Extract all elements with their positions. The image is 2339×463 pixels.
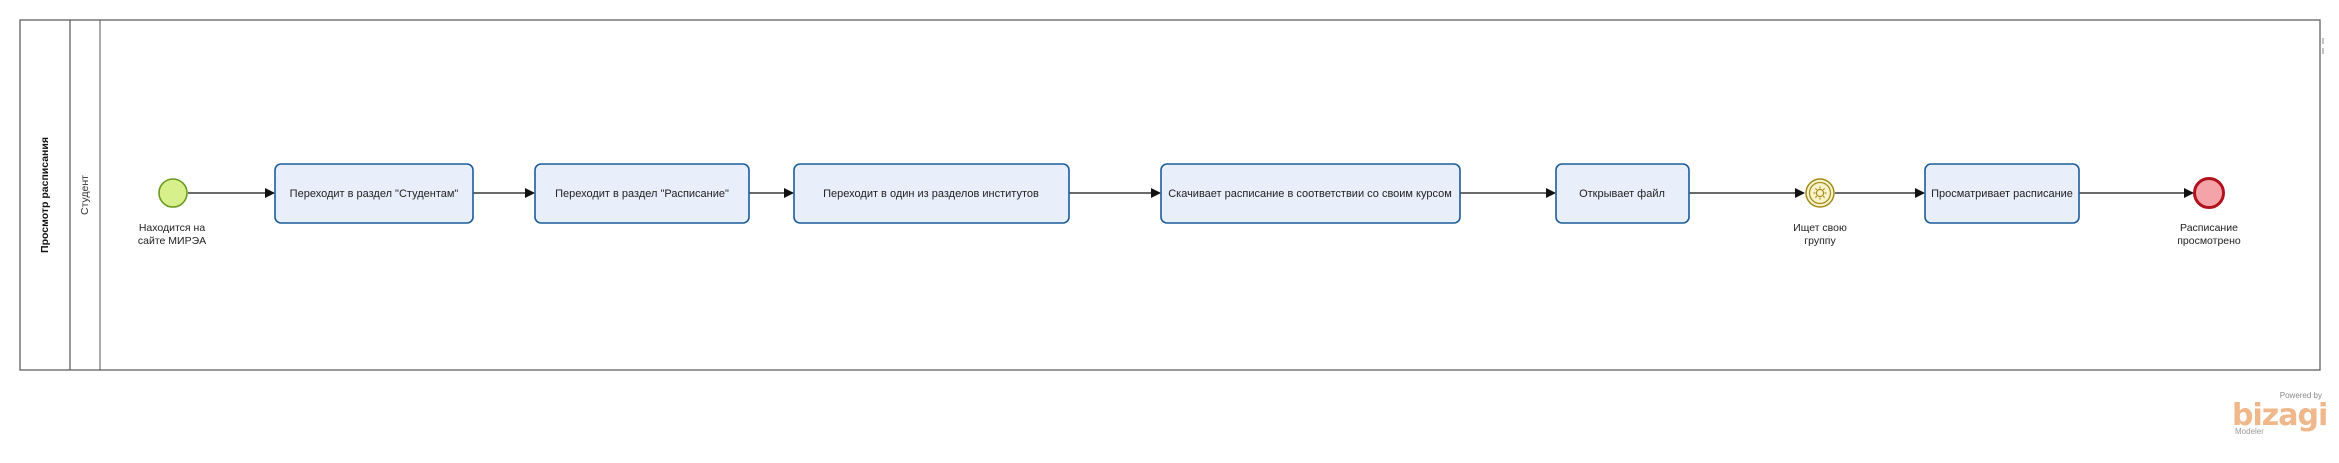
end-event-label-line2: просмотрено [2177,235,2241,247]
start-event-label-line2: сайте МИРЭА [138,235,206,247]
intermediate-event-inner [1808,181,1832,205]
task-box [793,163,1070,224]
watermark-product-text: Modeler [2235,427,2264,436]
lane-title: Студент [79,175,91,215]
task-label: Переходит в раздел "Расписание" [555,188,729,200]
start-event-circle [158,178,188,208]
intermediate-event-label-line1: Ищет свою [1793,222,1847,234]
task-box [1924,163,2080,224]
task-label: Открывает файл [1579,188,1665,200]
end-event[interactable]: Расписание просмотрено [2177,177,2241,248]
task-view-schedule[interactable]: Просматривает расписание [1924,163,2080,224]
task-go-to-schedule[interactable]: Переходит в раздел "Расписание" [534,163,750,224]
task-box [1160,163,1461,224]
start-event-label-line1: Находится на [139,222,205,234]
task-box [1555,163,1690,224]
task-label: Переходит в раздел "Студентам" [290,188,459,200]
task-go-to-institute-section[interactable]: Переходит в один из разделов институтов [793,163,1070,224]
intermediate-event-outer [1805,178,1835,208]
end-event-label-line1: Расписание [2180,222,2238,234]
task-box [534,163,750,224]
task-label: Переходит в один из разделов институтов [823,188,1039,200]
watermark-powered-text: Powered by [2279,391,2322,400]
task-label: Скачивает расписание в соответствии со с… [1168,188,1452,200]
task-label: Просматривает расписание [1931,188,2073,200]
cog-icon [1813,186,1827,200]
start-event[interactable]: Находится на сайте МИРЭА [138,178,206,247]
pool-title: Просмотр расписания [39,137,51,253]
intermediate-event[interactable]: Ищет свою группу [1793,178,1847,247]
task-go-to-students[interactable]: Переходит в раздел "Студентам" [274,163,474,224]
end-event-circle [2193,177,2225,209]
bizagi-watermark: Powered by bizagi Modeler [2232,391,2328,437]
task-download-schedule[interactable]: Скачивает расписание в соответствии со с… [1160,163,1461,224]
bizagi-logo: bizagi [2232,398,2328,433]
intermediate-event-label-line2: группу [1804,235,1836,247]
task-open-file[interactable]: Открывает файл [1555,163,1690,224]
task-box [274,163,474,224]
